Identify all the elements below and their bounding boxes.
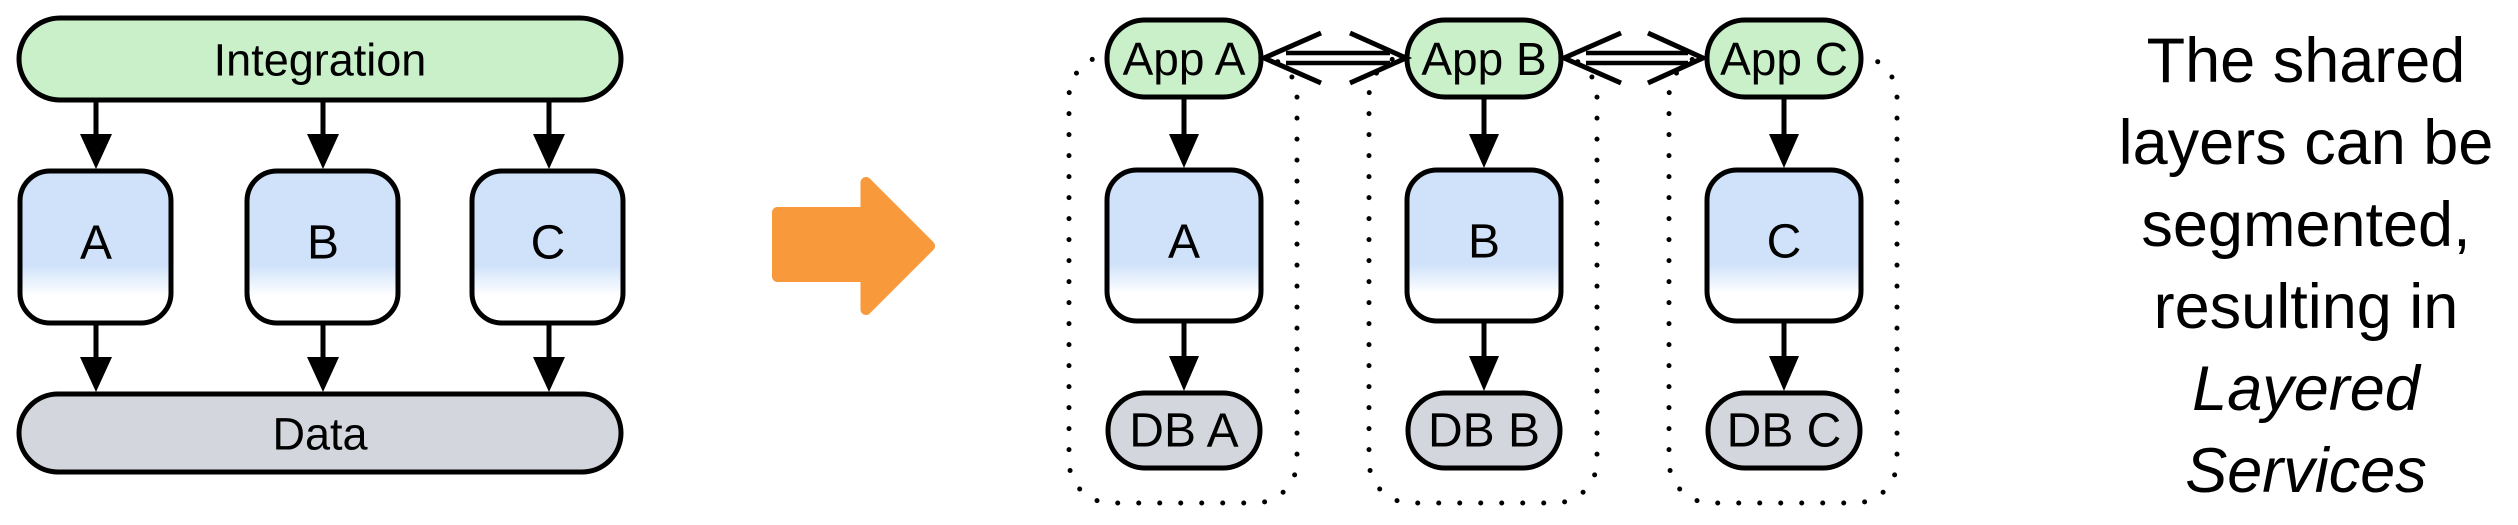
caption-line-3: segmented, xyxy=(2141,190,2470,260)
db-a-label: DB A xyxy=(1129,405,1238,458)
integration-layer-label: Integration xyxy=(214,35,427,86)
data-layer-box xyxy=(16,391,624,475)
left-service-box-b-label: B xyxy=(307,217,339,270)
segment-a-dotted-border xyxy=(1066,52,1300,506)
app-a-label: App A xyxy=(1123,33,1246,85)
arrow-head xyxy=(533,134,565,169)
caption-text: The shared layers can be segmented, resu… xyxy=(2119,26,2494,506)
transform-arrow-shape xyxy=(772,177,935,315)
double-arrow-app-a-app-b xyxy=(1257,30,1413,86)
right-service-box-a-label: A xyxy=(1168,216,1200,269)
arrow-head xyxy=(307,134,339,169)
arrow-head xyxy=(80,134,112,169)
db-c-box xyxy=(1705,390,1863,471)
app-b-label: App B xyxy=(1421,33,1546,85)
arrow-app-c-to-service-c xyxy=(1769,97,1799,168)
arrow-head xyxy=(1769,356,1799,391)
double-arrow-app-b-app-c xyxy=(1557,30,1710,86)
arrow-head xyxy=(533,357,565,392)
right-service-box-b-label: B xyxy=(1468,216,1500,269)
arrow-head xyxy=(1769,134,1799,168)
arrow-c-to-data xyxy=(533,323,565,392)
transform-arrow-icon xyxy=(772,177,935,315)
arrow-a-to-data xyxy=(80,323,112,392)
arrow-integration-to-c xyxy=(533,100,565,169)
arrow-head xyxy=(1469,134,1499,168)
db-c-label: DB C xyxy=(1727,405,1842,458)
open-arrow-head-left xyxy=(1257,30,1323,86)
arrow-app-b-to-service-b xyxy=(1469,97,1499,168)
arrow-service-b-to-db-b xyxy=(1469,321,1499,391)
segment-c-dotted-border xyxy=(1666,52,1900,506)
caption-line-1: The shared xyxy=(2147,26,2466,96)
segment-b-dotted-border xyxy=(1366,52,1600,506)
caption-line-5: Layered xyxy=(2192,354,2422,424)
db-a-box xyxy=(1105,390,1263,471)
arrow-head xyxy=(1169,134,1199,168)
db-b-label: DB B xyxy=(1428,405,1540,458)
arrow-head xyxy=(1469,356,1499,391)
right-service-box-c-label: C xyxy=(1767,216,1802,269)
caption-line-4: resulting in xyxy=(2154,272,2459,342)
db-b-box xyxy=(1405,390,1563,471)
open-arrow-head-left xyxy=(1557,30,1623,86)
arrow-app-a-to-service-a xyxy=(1169,97,1199,168)
integration-layer-box xyxy=(16,15,624,103)
caption-line-2: layers can be xyxy=(2119,108,2494,178)
arrow-head xyxy=(80,357,112,392)
left-service-box-c-label: C xyxy=(531,217,566,270)
caption-line-6: Services xyxy=(2185,436,2427,506)
app-c-label: App C xyxy=(1720,33,1848,85)
arrow-service-c-to-db-c xyxy=(1769,321,1799,391)
arrow-head xyxy=(307,357,339,392)
arrow-b-to-data xyxy=(307,323,339,392)
open-arrow-head-right xyxy=(1646,30,1710,86)
arrow-integration-to-b xyxy=(307,100,339,169)
left-service-box-a-label: A xyxy=(80,217,112,270)
arrow-integration-to-a xyxy=(80,100,112,169)
data-layer-label: Data xyxy=(272,409,368,460)
arrow-head xyxy=(1169,356,1199,391)
arrow-service-a-to-db-a xyxy=(1169,321,1199,391)
open-arrow-head-right xyxy=(1348,30,1413,86)
